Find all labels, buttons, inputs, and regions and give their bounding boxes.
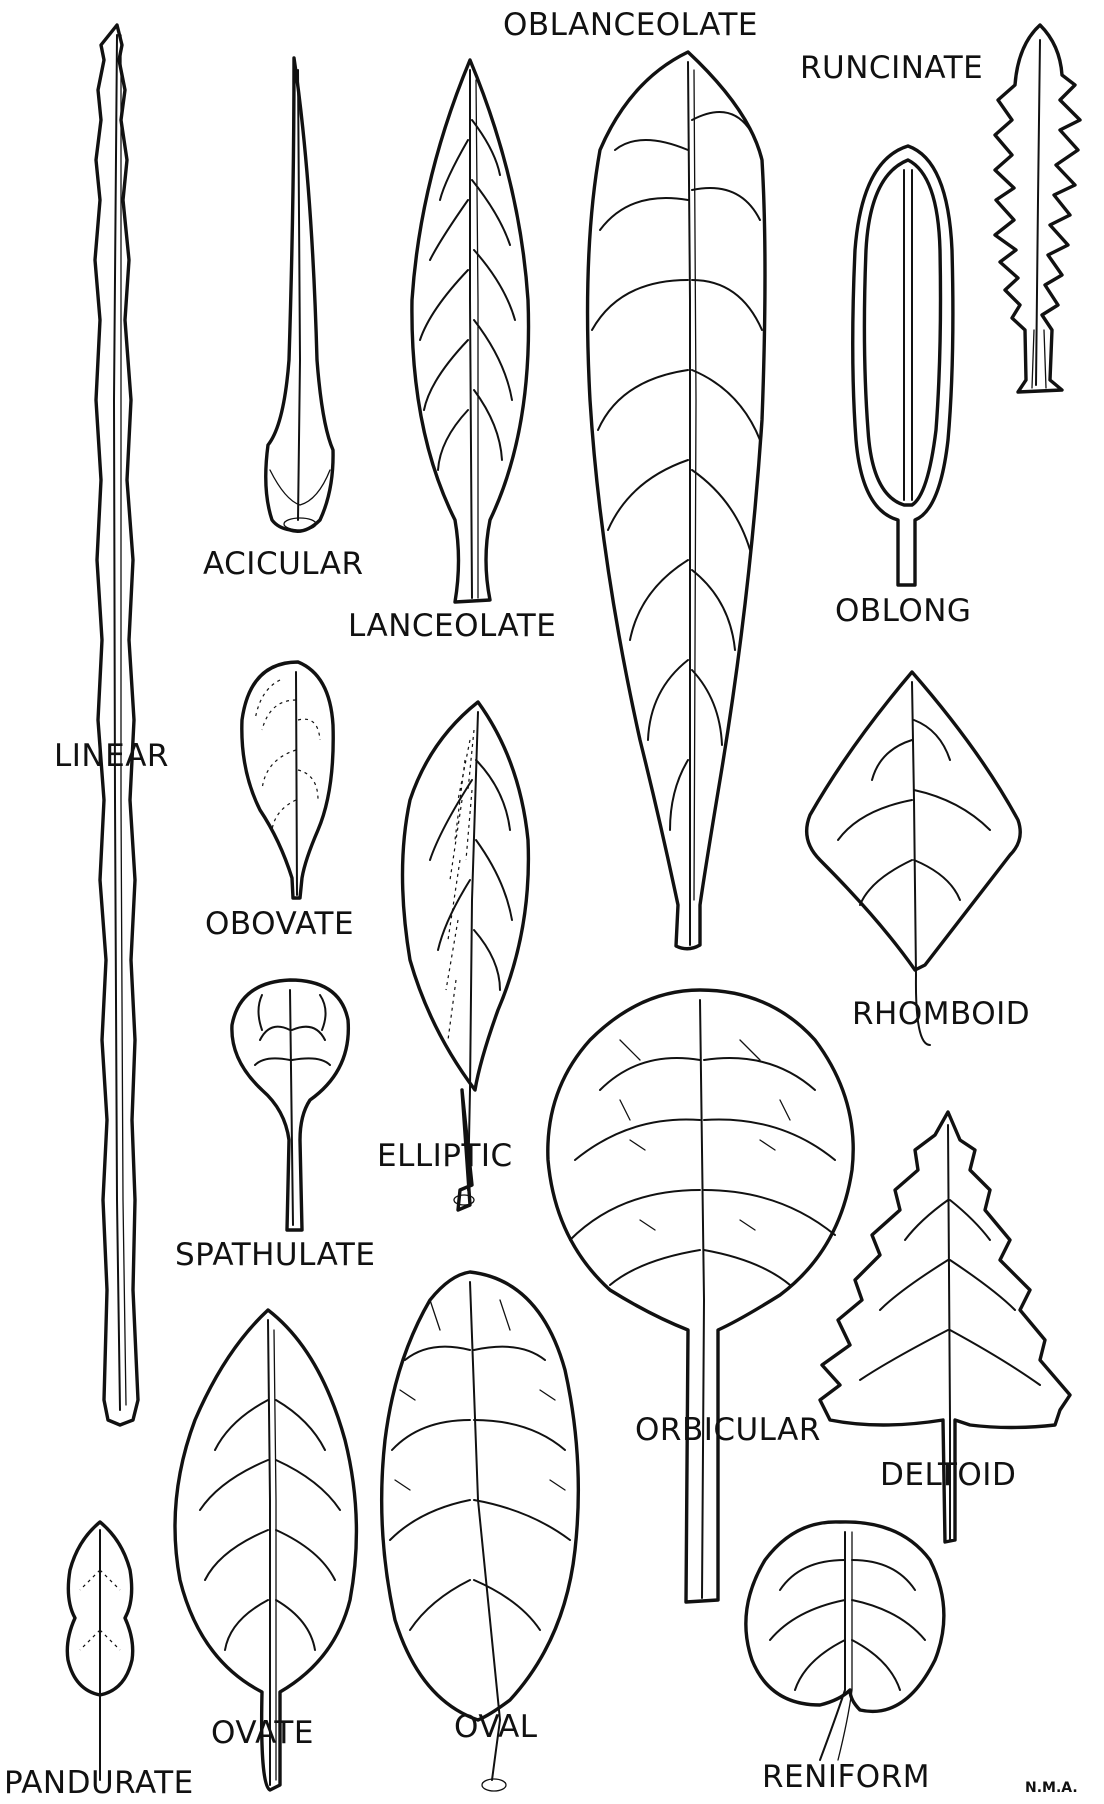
oblong-leaf bbox=[853, 146, 953, 585]
label-pandurate: PANDURATE bbox=[4, 1768, 194, 1799]
reniform-leaf bbox=[746, 1522, 944, 1760]
label-reniform: RENIFORM bbox=[762, 1762, 930, 1793]
label-acicular: ACICULAR bbox=[203, 549, 364, 580]
label-oblong: OBLONG bbox=[835, 596, 971, 627]
label-oval: OVAL bbox=[454, 1712, 538, 1743]
label-orbicular: ORBICULAR bbox=[635, 1415, 821, 1446]
runcinate-leaf bbox=[995, 25, 1080, 392]
label-obovate: OBOVATE bbox=[205, 909, 354, 940]
label-runcinate: RUNCINATE bbox=[800, 53, 983, 84]
label-linear: LINEAR bbox=[54, 741, 169, 772]
label-ovate: OVATE bbox=[211, 1718, 314, 1749]
obovate-leaf bbox=[242, 662, 333, 898]
label-rhomboid: RHOMBOID bbox=[852, 999, 1030, 1030]
label-spathulate: SPATHULATE bbox=[175, 1240, 375, 1271]
elliptic-leaf bbox=[403, 702, 529, 1210]
artist-signature: N.M.A. bbox=[1025, 1780, 1078, 1796]
label-deltoid: DELTOID bbox=[880, 1460, 1016, 1491]
spathulate-leaf bbox=[232, 980, 348, 1230]
oblanceolate-leaf bbox=[588, 52, 765, 949]
acicular-leaf bbox=[266, 58, 333, 531]
linear-leaf bbox=[95, 25, 138, 1425]
label-elliptic: ELLIPTIC bbox=[377, 1141, 513, 1172]
lanceolate-leaf bbox=[412, 60, 529, 602]
pandurate-leaf bbox=[67, 1522, 132, 1780]
rhomboid-leaf bbox=[807, 672, 1021, 1045]
label-lanceolate: LANCEOLATE bbox=[348, 611, 556, 642]
label-oblanceolate: OBLANCEOLATE bbox=[503, 10, 758, 41]
orbicular-leaf bbox=[548, 990, 853, 1602]
